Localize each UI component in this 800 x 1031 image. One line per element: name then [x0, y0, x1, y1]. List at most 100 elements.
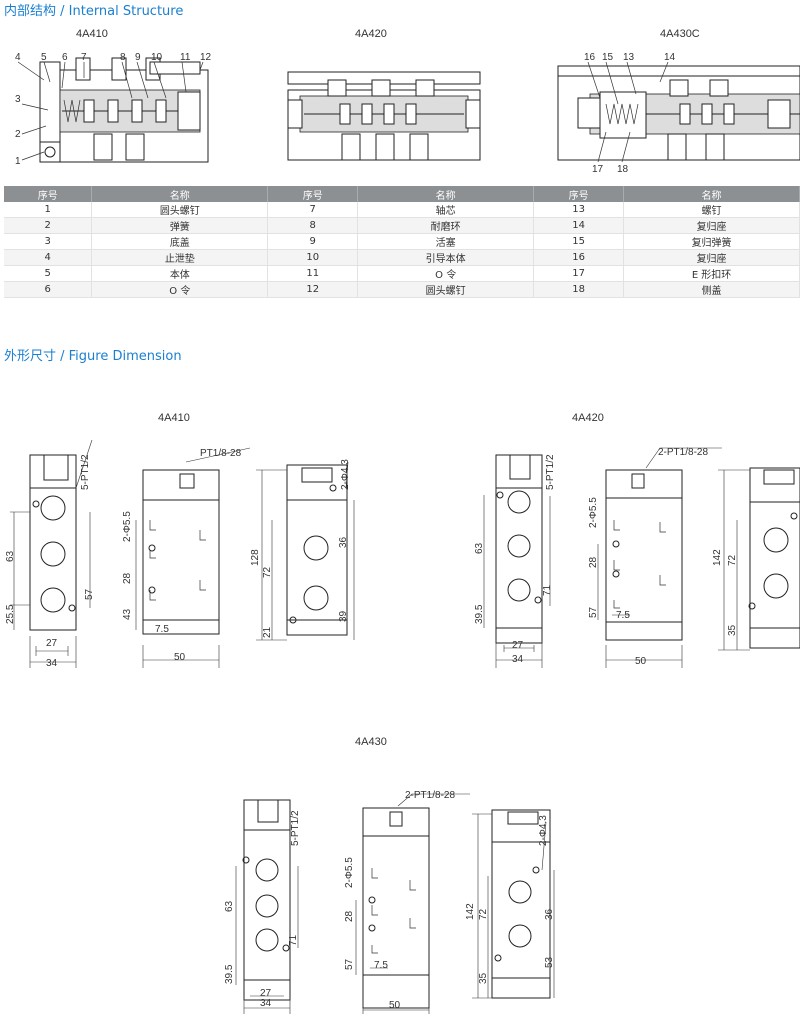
header-no-1: 序号	[4, 186, 93, 202]
callout-10: 10	[151, 52, 163, 63]
label-21: 21	[262, 626, 273, 638]
label-28: 28	[344, 910, 355, 922]
table-cell: 底盖	[91, 233, 269, 250]
4a420-front-labels: 5-PT1/2 63 39.5 27 34 71	[474, 454, 556, 665]
label-63: 63	[5, 550, 16, 562]
callout-1: 1	[15, 156, 21, 167]
label-39-5: 39.5	[474, 604, 485, 624]
4a420-side-view	[597, 447, 722, 668]
internal-structure-drawings: 4 5 6 7 8 9 10 11 12 3 2 1	[15, 52, 800, 175]
dim-label-4a430: 4A430	[355, 736, 387, 748]
valve-4a410-section	[39, 57, 209, 163]
table-row: 4 止泄垫 10 引导本体 16 复归座	[4, 249, 800, 266]
label-36: 36	[338, 536, 349, 548]
table-cell: O 令	[91, 281, 269, 298]
callout-18: 18	[617, 164, 629, 175]
table-cell: 复归座	[623, 249, 800, 266]
label-57: 57	[588, 606, 599, 618]
valve-4a430c-section	[557, 65, 800, 161]
callout-11: 11	[180, 52, 191, 63]
label-36: 36	[544, 908, 555, 920]
table-row: 3 底盖 9 活塞 15 复归弹簧	[4, 233, 800, 250]
callout-14: 14	[664, 52, 676, 63]
callout-17: 17	[592, 164, 604, 175]
table-row: 6 O 令 12 圆头螺钉 18 侧盖	[4, 281, 800, 298]
label-35: 35	[478, 972, 489, 984]
4a410-front-view	[10, 439, 93, 668]
callout-2: 2	[15, 129, 21, 140]
label-39-5: 39.5	[224, 964, 235, 984]
4a430-back-view	[472, 809, 555, 999]
table-cell: E 形扣环	[623, 265, 800, 282]
table-cell: 3	[4, 233, 93, 250]
table-cell: 圆头螺钉	[357, 281, 535, 298]
4a430-front-labels: 5-PT1/2 63 39.5 27 34 71	[224, 810, 301, 1009]
table-cell: 10	[267, 249, 359, 266]
callouts-4a430c: 16 15 13 14 17 18	[584, 52, 676, 175]
label-72: 72	[727, 554, 738, 566]
label-25-5: 25.5	[5, 604, 16, 624]
label-57: 57	[344, 958, 355, 970]
4a420-front-view	[483, 454, 551, 668]
callout-16: 16	[584, 52, 596, 63]
callout-3: 3	[15, 94, 21, 105]
label-hole-55: 2-Φ5.5	[122, 511, 133, 542]
label-pilot-port: PT1/8-28	[200, 448, 242, 459]
valve-4a420-section	[287, 71, 481, 161]
table-cell: 弹簧	[91, 217, 269, 234]
label-34: 34	[260, 998, 272, 1009]
label-hole-43: 2-Φ4.3	[340, 459, 351, 490]
4a430-back-labels: 2-Φ4.3 142 72 35 36 53	[465, 815, 555, 984]
header-name-2: 名称	[357, 186, 535, 202]
table-row: 2 弹簧 8 耐磨环 14 复归座	[4, 217, 800, 234]
table-cell: O 令	[357, 265, 535, 282]
4a430-side-view	[355, 793, 470, 1014]
table-cell: 18	[533, 281, 625, 298]
label-hole-43: 2-Φ4.3	[538, 815, 549, 846]
table-cell: 16	[533, 249, 625, 266]
table-cell: 本体	[91, 265, 269, 282]
label-7-5: 7.5	[155, 624, 169, 635]
label-72: 72	[478, 908, 489, 920]
dim-label-4a410: 4A410	[158, 412, 190, 424]
label-28: 28	[588, 556, 599, 568]
table-cell: 4	[4, 249, 93, 266]
table-cell: 12	[267, 281, 359, 298]
4a410-side-labels: PT1/8-28 2-Φ5.5 28 43 7.5 50	[122, 448, 242, 663]
label-72: 72	[262, 566, 273, 578]
label-port-main: 5-PT1/2	[545, 454, 556, 490]
callout-12: 12	[200, 52, 212, 63]
label-28: 28	[122, 572, 133, 584]
table-cell: 7	[267, 202, 359, 218]
label-142: 142	[712, 549, 723, 566]
label-50: 50	[389, 1000, 401, 1011]
table-cell: 6	[4, 281, 93, 298]
callouts-4a410: 4 5 6 7 8 9 10 11 12 3 2 1	[15, 52, 212, 167]
table-cell: 13	[533, 202, 625, 218]
table-cell: 复归弹簧	[623, 233, 800, 250]
table-cell: 止泄垫	[91, 249, 269, 266]
table-cell: 2	[4, 217, 93, 234]
label-27: 27	[46, 638, 58, 649]
dim-label-4a420: 4A420	[572, 412, 604, 424]
4a420-side-labels: 2-PT1/8-28 2-Φ5.5 28 57 7.5 50	[588, 447, 708, 667]
4a410-back-labels: 2-Φ4.3 128 72 21 36 39	[250, 459, 351, 638]
label-39: 39	[338, 610, 349, 622]
label-50: 50	[635, 656, 647, 667]
label-hole-55: 2-Φ5.5	[344, 857, 355, 888]
table-cell: 11	[267, 265, 359, 282]
table-cell: 侧盖	[623, 281, 800, 298]
table-cell: 17	[533, 265, 625, 282]
label-63: 63	[474, 542, 485, 554]
header-name-3: 名称	[623, 186, 800, 202]
table-cell: 复归座	[623, 217, 800, 234]
figure-dimension-title: 外形尺寸 / Figure Dimension	[4, 349, 182, 364]
table-cell: 8	[267, 217, 359, 234]
header-no-3: 序号	[533, 186, 625, 202]
label-128: 128	[250, 549, 261, 566]
label-pilot-port-double: 2-PT1/8-28	[405, 790, 455, 801]
label-53: 53	[544, 956, 555, 968]
callout-9: 9	[135, 52, 141, 63]
label-7-5: 7.5	[616, 610, 630, 621]
label-34: 34	[46, 658, 58, 669]
